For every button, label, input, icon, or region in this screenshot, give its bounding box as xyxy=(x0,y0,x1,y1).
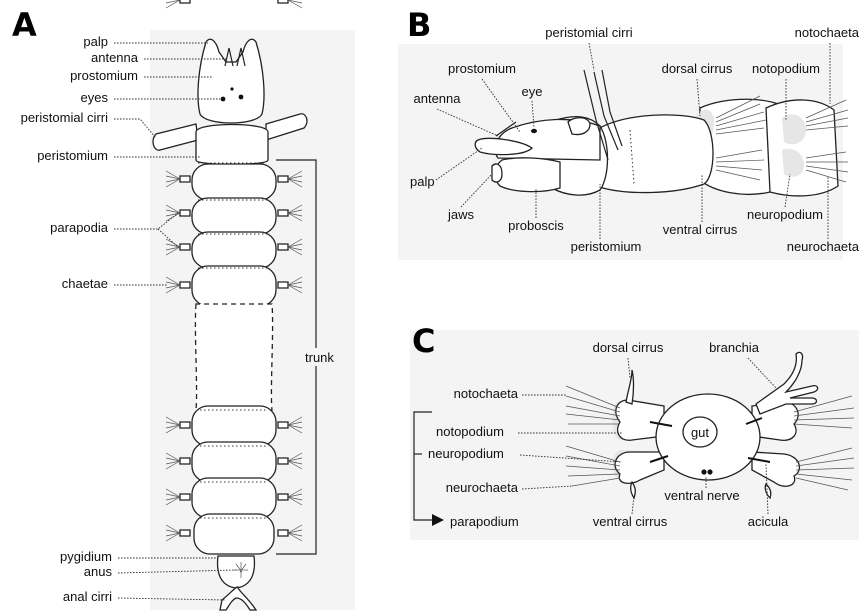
label-anus: anus xyxy=(84,564,113,579)
label-antenna: antenna xyxy=(91,50,139,65)
label-acicula-c: acicula xyxy=(748,514,789,529)
jaws-shape xyxy=(492,164,502,182)
label-neuropodium-c: neuropodium xyxy=(428,446,504,461)
trunk-segment-b xyxy=(766,100,838,196)
label-ventral-nerve-c: ventral nerve xyxy=(664,488,739,503)
proboscis-shape xyxy=(495,158,560,192)
panel-a-letter: A xyxy=(12,6,37,44)
label-palp: palp xyxy=(83,34,108,49)
label-gut-c: gut xyxy=(691,425,709,440)
label-parapodia: parapodia xyxy=(50,220,109,235)
parapodium-tuft-left xyxy=(166,0,190,8)
lower-trunk-segments xyxy=(192,406,276,554)
label-anal-cirri: anal cirri xyxy=(63,589,112,604)
label-peristomial-cirri-b: peristomial cirri xyxy=(545,25,633,40)
panel-c: C xyxy=(410,322,859,540)
panel-a: A xyxy=(12,0,355,610)
eye-dot-b xyxy=(531,129,537,133)
trunk-segment xyxy=(192,198,276,234)
label-eye-b: eye xyxy=(522,84,543,99)
label-eyes: eyes xyxy=(81,90,109,105)
panel-c-letter: C xyxy=(412,322,435,360)
label-ventral-cirrus-c: ventral cirrus xyxy=(593,514,668,529)
label-neuropodium-b: neuropodium xyxy=(747,207,823,222)
label-neurochaeta-b: neurochaeta xyxy=(787,239,859,254)
label-antenna-b: antenna xyxy=(414,91,462,106)
trunk-segment xyxy=(192,478,276,518)
trunk-segment xyxy=(192,164,276,200)
label-ventral-cirrus-b: ventral cirrus xyxy=(663,222,738,237)
label-parapodium-c: parapodium xyxy=(450,514,519,529)
label-notochaeta-b: notochaeta xyxy=(795,25,859,40)
eye-dot xyxy=(230,87,233,90)
peristomium-shape xyxy=(196,125,268,165)
label-dorsal-cirrus-c: dorsal cirrus xyxy=(593,340,664,355)
trunk-segment xyxy=(194,514,274,554)
label-notopodium-b: notopodium xyxy=(752,61,820,76)
trunk-segment xyxy=(192,406,276,446)
label-peristomium: peristomium xyxy=(37,148,108,163)
parapodium-tuft-right xyxy=(278,0,302,8)
label-chaetae: chaetae xyxy=(62,276,108,291)
label-notochaeta-c: notochaeta xyxy=(454,386,519,401)
label-neurochaeta-c: neurochaeta xyxy=(446,480,519,495)
upper-trunk-segments xyxy=(192,164,276,306)
leader-line xyxy=(114,119,156,138)
label-prostomium: prostomium xyxy=(70,68,138,83)
peristomium-segment-b xyxy=(596,115,713,193)
label-jaws-b: jaws xyxy=(447,207,475,222)
label-prostomium-b: prostomium xyxy=(448,61,516,76)
ventral-nerve-dot xyxy=(701,469,706,474)
head-lobe xyxy=(568,118,590,135)
trunk-segment xyxy=(192,442,276,482)
label-pygidium: pygidium xyxy=(60,549,112,564)
label-proboscis-b: proboscis xyxy=(508,218,564,233)
ventral-nerve-dot xyxy=(707,469,712,474)
eye-dot xyxy=(221,97,226,102)
trunk-segment xyxy=(192,266,276,306)
trunk-continuation xyxy=(195,304,272,410)
label-trunk: trunk xyxy=(305,350,334,365)
label-peristomium-b: peristomium xyxy=(571,239,642,254)
panel-b-letter: B xyxy=(407,6,431,44)
label-peristomial-cirri: peristomial cirri xyxy=(21,110,109,125)
trunk-segment xyxy=(192,232,276,268)
eye-dot xyxy=(239,95,244,100)
panel-b: B peristomial cirri notochaeta xyxy=(398,6,859,260)
label-palp-b: palp xyxy=(410,174,435,189)
label-notopodium-c: notopodium xyxy=(436,424,504,439)
label-branchia-c: branchia xyxy=(709,340,760,355)
label-dorsal-cirrus-b: dorsal cirrus xyxy=(662,61,733,76)
